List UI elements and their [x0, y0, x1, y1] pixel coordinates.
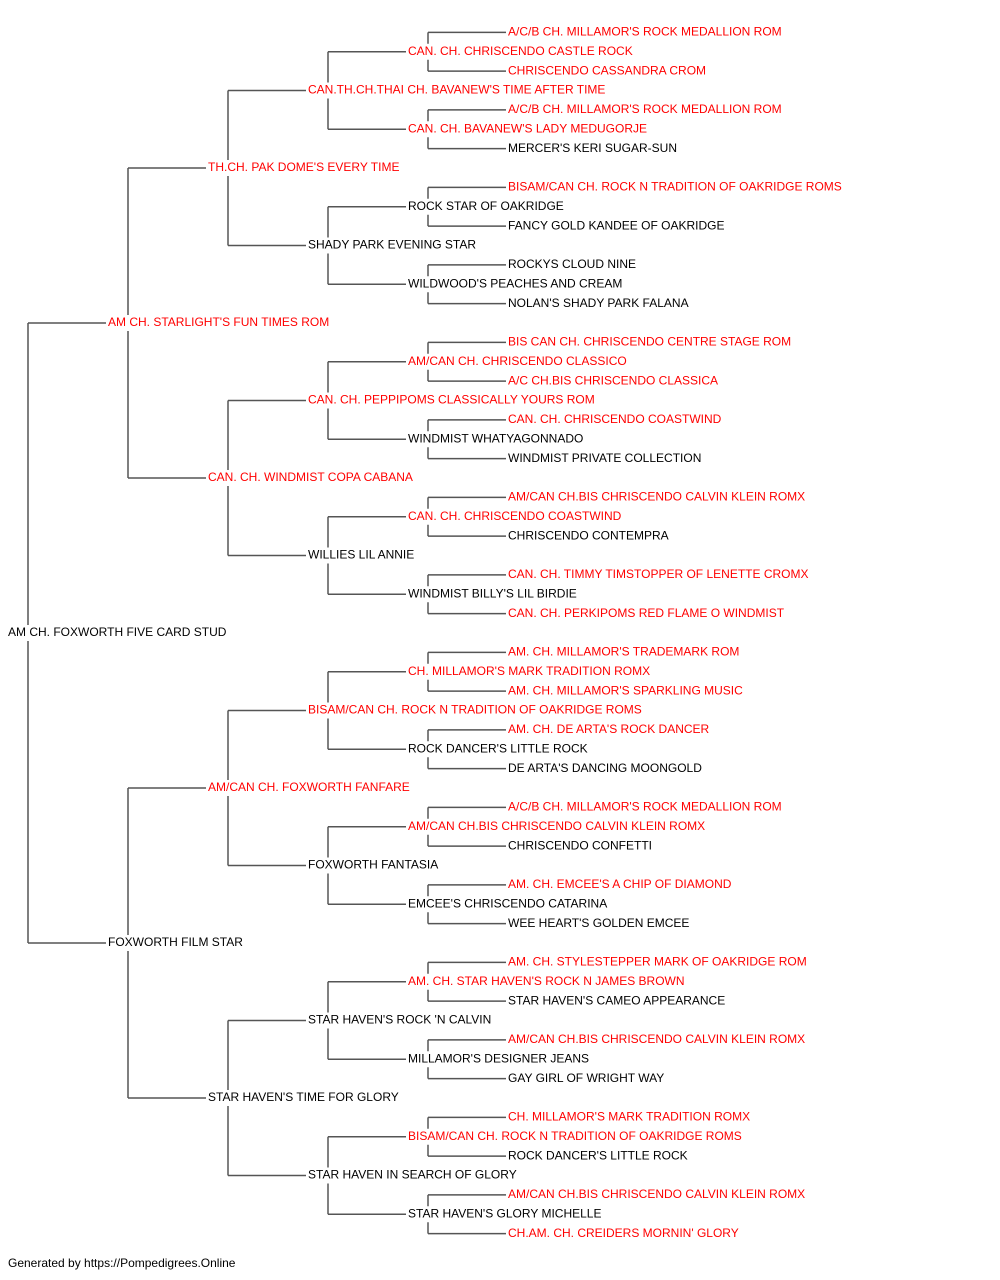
subject-dam-sire-sire-dam-sire-name: AM. CH. DE ARTA'S ROCK DANCER [508, 722, 710, 736]
subject-sire-dam-sire-dam-sire-name: CAN. CH. CHRISCENDO COASTWIND [508, 412, 722, 426]
subject-sire-dam-dam-dam-name: WINDMIST BILLY'S LIL BIRDIE [408, 586, 577, 600]
subject-dam-dam-name: STAR HAVEN'S TIME FOR GLORY [208, 1090, 399, 1104]
subject-sire-sire-dam-sire-dam-name: FANCY GOLD KANDEE OF OAKRIDGE [508, 218, 725, 232]
subject-dam-sire-sire-sire-name: CH. MILLAMOR'S MARK TRADITION ROMX [408, 664, 650, 678]
subject-dam-sire-sire-sire-sire-name: AM. CH. MILLAMOR'S TRADEMARK ROM [508, 645, 739, 659]
subject-dam-dam-dam-name: STAR HAVEN IN SEARCH OF GLORY [308, 1168, 517, 1182]
subject-sire-sire-dam-sire-sire-name: BISAM/CAN CH. ROCK N TRADITION OF OAKRID… [508, 180, 842, 194]
subject-sire-dam-dam-sire-dam-name: CHRISCENDO CONTEMPRA [508, 528, 669, 542]
subject-dam-sire-sire-dam-name: ROCK DANCER'S LITTLE ROCK [408, 741, 588, 755]
subject-dam-sire-dam-sire-sire-name: A/C/B CH. MILLAMOR'S ROCK MEDALLION ROM [508, 800, 782, 814]
subject-sire-dam-name: CAN. CH. WINDMIST COPA CABANA [208, 470, 413, 484]
subject-sire-dam-sire-dam-dam-name: WINDMIST PRIVATE COLLECTION [508, 451, 701, 465]
subject-sire-dam-sire-sire-dam-name: A/C CH.BIS CHRISCENDO CLASSICA [508, 373, 718, 387]
subject-dam-dam-dam-dam-dam-name: CH.AM. CH. CREIDERS MORNIN' GLORY [508, 1226, 739, 1240]
subject-dam-sire-dam-name: FOXWORTH FANTASIA [308, 858, 438, 872]
subject-dam-sire-sire-sire-dam-name: AM. CH. MILLAMOR'S SPARKLING MUSIC [508, 683, 743, 697]
subject-sire-name: AM CH. STARLIGHT'S FUN TIMES ROM [108, 315, 329, 329]
subject-dam-dam-dam-dam-sire-name: AM/CAN CH.BIS CHRISCENDO CALVIN KLEIN RO… [508, 1187, 805, 1201]
subject-sire-sire-dam-sire-name: ROCK STAR OF OAKRIDGE [408, 199, 564, 213]
subject-sire-sire-name: TH.CH. PAK DOME'S EVERY TIME [208, 160, 399, 174]
subject-dam-sire-dam-dam-dam-name: WEE HEART'S GOLDEN EMCEE [508, 916, 689, 930]
subject-sire-dam-dam-dam-dam-name: CAN. CH. PERKIPOMS RED FLAME O WINDMIST [508, 606, 785, 620]
subject-sire-sire-sire-dam-name: CAN. CH. BAVANEW'S LADY MEDUGORJE [408, 121, 647, 135]
subject-dam-sire-sire-name: BISAM/CAN CH. ROCK N TRADITION OF OAKRID… [308, 703, 642, 717]
subject-sire-dam-sire-name: CAN. CH. PEPPIPOMS CLASSICALLY YOURS ROM [308, 393, 595, 407]
subject-sire-sire-dam-dam-sire-name: ROCKYS CLOUD NINE [508, 257, 636, 271]
subject-sire-dam-sire-dam-name: WINDMIST WHATYAGONNADO [408, 431, 583, 445]
subject-sire-sire-sire-name: CAN.TH.CH.THAI CH. BAVANEW'S TIME AFTER … [308, 83, 605, 97]
subject-sire-sire-dam-dam-dam-name: NOLAN'S SHADY PARK FALANA [508, 296, 689, 310]
subject-dam-dam-sire-dam-dam-name: GAY GIRL OF WRIGHT WAY [508, 1071, 664, 1085]
subject-dam-dam-sire-name: STAR HAVEN'S ROCK 'N CALVIN [308, 1013, 491, 1027]
subject-dam-sire-name: AM/CAN CH. FOXWORTH FANFARE [208, 780, 410, 794]
subject-sire-sire-dam-dam-name: WILDWOOD'S PEACHES AND CREAM [408, 276, 622, 290]
subject-sire-sire-sire-sire-dam-name: CHRISCENDO CASSANDRA CROM [508, 63, 706, 77]
subject-sire-dam-dam-dam-sire-name: CAN. CH. TIMMY TIMSTOPPER OF LENETTE CRO… [508, 567, 808, 581]
subject-sire-dam-dam-name: WILLIES LIL ANNIE [308, 548, 414, 562]
subject-sire-sire-sire-dam-dam-name: MERCER'S KERI SUGAR-SUN [508, 141, 677, 155]
subject-dam-sire-dam-dam-sire-name: AM. CH. EMCEE'S A CHIP OF DIAMOND [508, 877, 732, 891]
subject-dam-dam-sire-dam-sire-name: AM/CAN CH.BIS CHRISCENDO CALVIN KLEIN RO… [508, 1032, 805, 1046]
subject-dam-sire-dam-sire-name: AM/CAN CH.BIS CHRISCENDO CALVIN KLEIN RO… [408, 819, 705, 833]
subject-dog-name: AM CH. FOXWORTH FIVE CARD STUD [8, 625, 227, 639]
subject-dam-dam-sire-sire-dam-name: STAR HAVEN'S CAMEO APPEARANCE [508, 993, 725, 1007]
subject-dam-dam-sire-dam-name: MILLAMOR'S DESIGNER JEANS [408, 1051, 589, 1065]
subject-dam-dam-sire-sire-name: AM. CH. STAR HAVEN'S ROCK N JAMES BROWN [408, 974, 685, 988]
subject-sire-dam-sire-sire-name: AM/CAN CH. CHRISCENDO CLASSICO [408, 354, 627, 368]
subject-dam-dam-dam-sire-dam-name: ROCK DANCER'S LITTLE ROCK [508, 1148, 688, 1162]
subject-sire-dam-dam-sire-sire-name: AM/CAN CH.BIS CHRISCENDO CALVIN KLEIN RO… [508, 490, 805, 504]
subject-dam-dam-dam-dam-name: STAR HAVEN'S GLORY MICHELLE [408, 1206, 601, 1220]
subject-dam-sire-sire-dam-dam-name: DE ARTA'S DANCING MOONGOLD [508, 761, 702, 775]
subject-sire-sire-sire-sire-name: CAN. CH. CHRISCENDO CASTLE ROCK [408, 44, 633, 58]
subject-dam-sire-dam-sire-dam-name: CHRISCENDO CONFETTI [508, 838, 652, 852]
footer-credit: Generated by https://Pompedigrees.Online [8, 1256, 236, 1270]
subject-sire-dam-sire-sire-sire-name: BIS CAN CH. CHRISCENDO CENTRE STAGE ROM [508, 335, 791, 349]
subject-dam-sire-dam-dam-name: EMCEE'S CHRISCENDO CATARINA [408, 896, 607, 910]
subject-sire-sire-sire-dam-sire-name: A/C/B CH. MILLAMOR'S ROCK MEDALLION ROM [508, 102, 782, 116]
subject-dam-dam-dam-sire-name: BISAM/CAN CH. ROCK N TRADITION OF OAKRID… [408, 1129, 742, 1143]
subject-dam-name: FOXWORTH FILM STAR [108, 935, 243, 949]
subject-sire-sire-dam-name: SHADY PARK EVENING STAR [308, 238, 476, 252]
subject-dam-dam-dam-sire-sire-name: CH. MILLAMOR'S MARK TRADITION ROMX [508, 1110, 750, 1124]
subject-sire-sire-sire-sire-sire-name: A/C/B CH. MILLAMOR'S ROCK MEDALLION ROM [508, 25, 782, 39]
subject-sire-dam-dam-sire-name: CAN. CH. CHRISCENDO COASTWIND [408, 509, 622, 523]
subject-dam-dam-sire-sire-sire-name: AM. CH. STYLESTEPPER MARK OF OAKRIDGE RO… [508, 955, 807, 969]
